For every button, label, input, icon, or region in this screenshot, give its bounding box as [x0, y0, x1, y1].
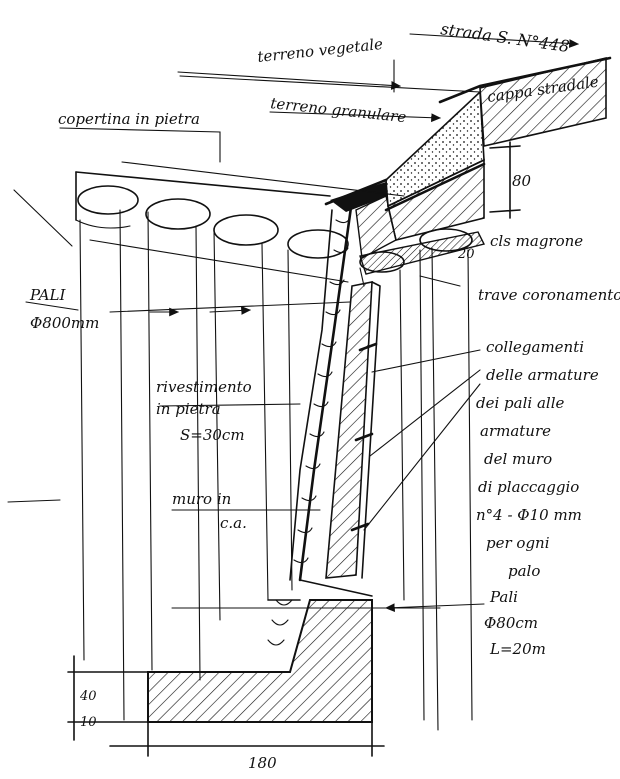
granular-fill: [384, 90, 486, 241]
label-piles-right-3: L=20m: [489, 640, 546, 658]
leader-lines: [7, 33, 580, 613]
label-conn-6: di placcaggio: [478, 478, 579, 496]
label-cladding-3: S=30cm: [180, 426, 245, 444]
label-conn-5: del muro: [484, 450, 552, 468]
label-conn-8: per ogni: [486, 534, 550, 552]
dimension-80: [489, 141, 521, 219]
label-dim-10: 10: [80, 715, 97, 730]
label-conn-3: dei pali alle: [476, 394, 564, 412]
label-dim-40: 40: [79, 689, 97, 704]
label-piles-left: PALI: [29, 286, 67, 304]
label-lean-concrete: cls magrone: [490, 232, 583, 250]
label-dim-180: 180: [248, 754, 277, 772]
footing: [147, 579, 373, 723]
label-piles-right-2: Φ80cm: [484, 614, 538, 632]
label-granular: terreno granulare: [270, 94, 408, 126]
label-conn-2: delle armature: [486, 366, 599, 384]
label-conn-1: collegamenti: [486, 338, 584, 356]
label-conn-7: n°4 - Φ10 mm: [476, 506, 582, 524]
road-slab: [438, 56, 612, 147]
label-piles-right-1: Pali: [489, 588, 518, 606]
label-dim-80: 80: [512, 172, 532, 190]
label-topsoil: terreno vegetale: [257, 35, 384, 66]
label-wall-1: muro in: [172, 490, 231, 508]
label-beam: trave coronamento: [478, 286, 620, 304]
coping-and-beam: [324, 178, 486, 275]
rc-wall: [325, 281, 381, 579]
label-stone-coping: copertina in pietra: [58, 110, 200, 128]
stone-cladding: [289, 198, 354, 582]
label-cladding-2: in pietra: [156, 400, 221, 418]
label-cladding-1: rivestimento: [156, 378, 252, 396]
label-piles-left-dia: Φ800mm: [30, 314, 99, 332]
pile-row: [75, 171, 473, 731]
dimension-footing: [67, 655, 385, 757]
label-wall-2: c.a.: [220, 514, 247, 532]
label-road: strada S. N°448: [439, 19, 570, 56]
label-conn-9: palo: [508, 562, 540, 580]
label-dim-20: 20: [457, 247, 475, 262]
label-conn-4: armature: [480, 422, 551, 440]
